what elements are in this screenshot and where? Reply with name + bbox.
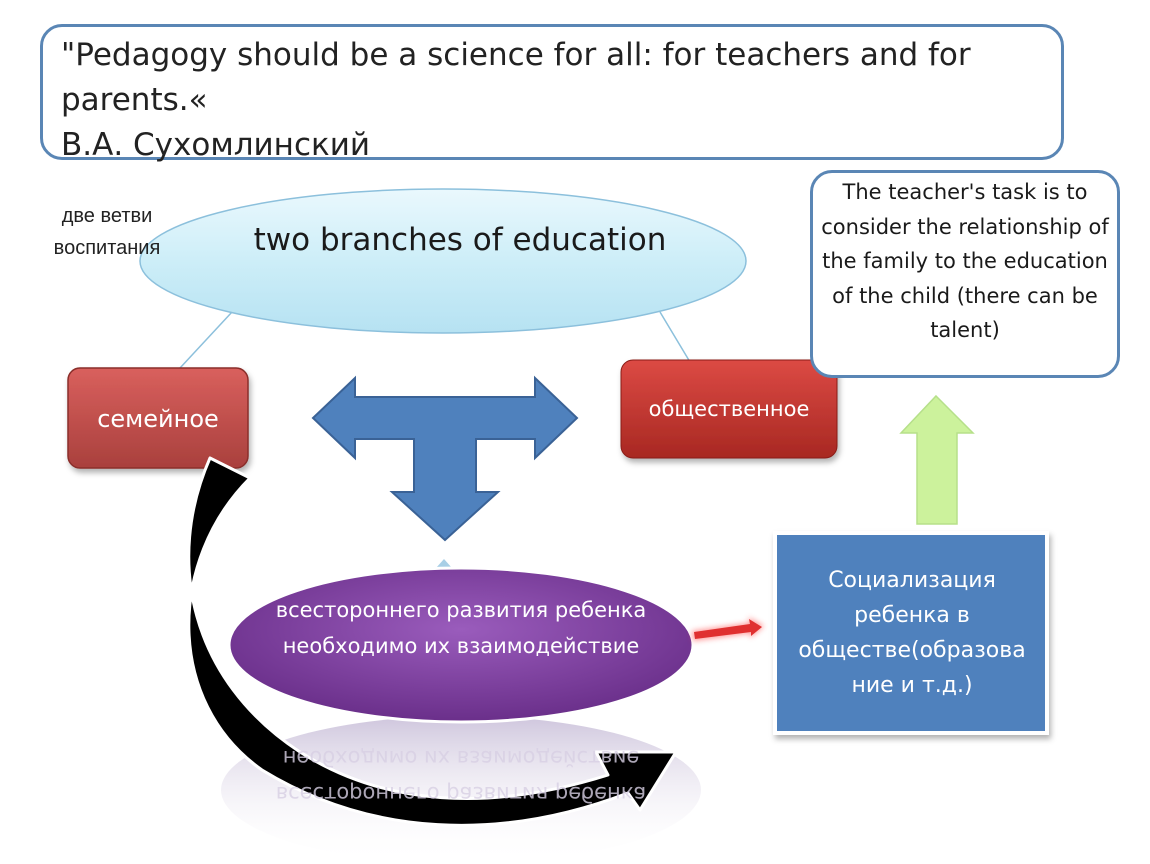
teacher-task-note: The teacher's task is to consider the re… <box>810 170 1120 378</box>
family-box <box>67 367 249 469</box>
purple-ellipse <box>227 566 695 724</box>
quote-line-1: "Pedagogy should be a science for all: f… <box>61 37 971 73</box>
interaction-label-reflection: всестороннего развития ребенка необходим… <box>275 746 647 806</box>
quote-author: В.А. Сухомлинский <box>61 127 371 163</box>
purple-ellipse-reflection <box>221 716 701 864</box>
socialization-label: Социализация ребенка в обществе(образова… <box>798 568 1026 698</box>
red-arrow <box>692 617 764 641</box>
side-label: две ветви воспитания <box>53 205 161 259</box>
t-arrow <box>311 375 579 542</box>
curved-arrow <box>187 456 678 827</box>
quote-box: "Pedagogy should be a science for all: f… <box>40 24 1064 163</box>
branches-ellipse <box>139 188 747 334</box>
socialization-box <box>773 531 1049 735</box>
public-box <box>620 359 838 459</box>
branches-title: two branches of education <box>253 222 667 258</box>
connector-left <box>179 311 233 369</box>
interaction-label: всестороннего развития ребенка необходим… <box>275 598 647 658</box>
small-triangle <box>436 559 452 568</box>
public-label: общественное <box>648 397 810 421</box>
up-arrow <box>899 394 975 525</box>
family-label: семейное <box>97 405 219 433</box>
quote-line-2: parents.« <box>61 82 208 118</box>
connector-right <box>659 311 691 363</box>
